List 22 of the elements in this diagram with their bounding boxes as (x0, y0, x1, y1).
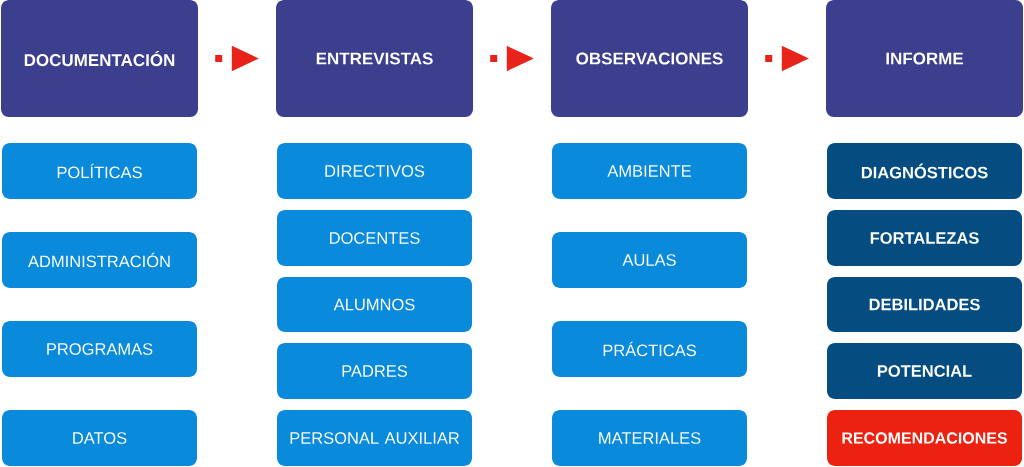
item-box: MATERIALES (552, 410, 747, 466)
item-box: PRÁCTICAS (552, 321, 747, 377)
item-box: POTENCIAL (827, 343, 1022, 399)
item-box: FORTALEZAS (827, 210, 1022, 266)
item-box: DEBILIDADES (827, 277, 1022, 332)
stage-header-box: INFORME (826, 0, 1023, 117)
item-box: DATOS (2, 410, 197, 466)
item-box: DIAGNÓSTICOS (827, 143, 1022, 199)
item-box: PADRES (277, 343, 472, 399)
item-box: DIRECTIVOS (277, 143, 472, 199)
stage-header-box: OBSERVACIONES (551, 0, 748, 117)
item-box: RECOMENDACIONES (827, 410, 1022, 466)
stage-header-box: ENTREVISTAS (276, 0, 473, 117)
item-box: AMBIENTE (552, 143, 747, 199)
item-box: ALUMNOS (277, 277, 472, 332)
item-box: ADMINISTRACIÓN (2, 232, 197, 288)
item-box: AULAS (552, 232, 747, 288)
item-box: PERSONAL AUXILIAR (277, 410, 472, 466)
item-box: PROGRAMAS (2, 321, 197, 377)
item-box: DOCENTES (277, 210, 472, 266)
stage-header-box: DOCUMENTACIÓN (1, 0, 198, 117)
item-box: POLÍTICAS (2, 143, 197, 199)
